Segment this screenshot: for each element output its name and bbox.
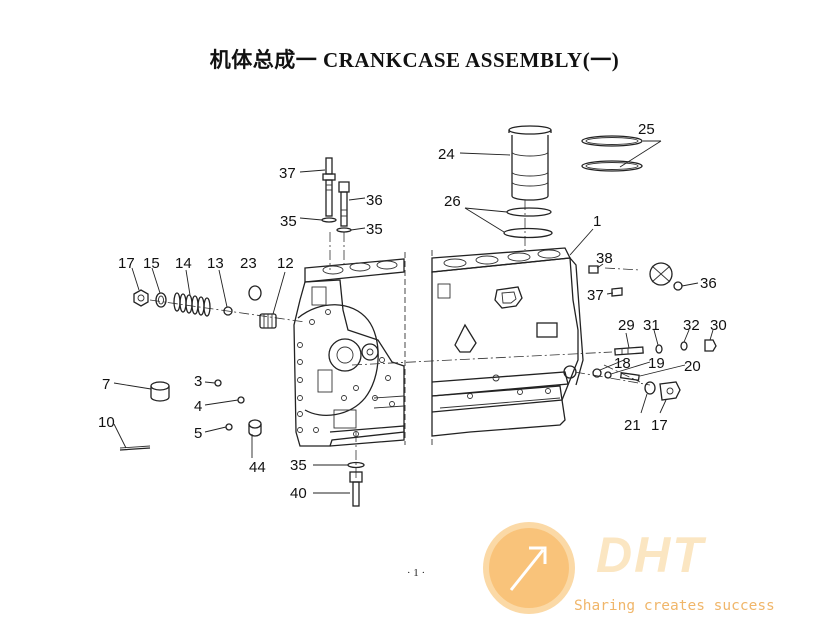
callout-5: 5 <box>194 425 202 442</box>
part-19 <box>604 371 612 379</box>
callout-36: 36 <box>700 275 717 292</box>
callout-40: 40 <box>290 485 307 502</box>
plug-44 <box>248 419 262 437</box>
plug-37 <box>611 287 623 297</box>
callout-15: 17 <box>118 255 135 272</box>
callout-21: 21 <box>624 417 641 434</box>
callout-35-bottom: 35 <box>290 457 307 474</box>
callout-18: 18 <box>614 355 631 372</box>
callout-13: 14 <box>175 255 192 272</box>
ring-21 <box>644 381 656 395</box>
stud-bolt-34 <box>322 157 336 217</box>
crankcase-block <box>293 247 584 447</box>
plug-4 <box>237 396 245 404</box>
washer-31 <box>655 344 663 354</box>
callout-23: 23 <box>240 255 257 272</box>
callout-12: 13 <box>207 255 224 272</box>
plug-15 <box>133 289 149 307</box>
callout-7: 7 <box>102 376 110 393</box>
spring-13 <box>173 292 211 317</box>
valve-11 <box>259 313 277 329</box>
bolt-20 <box>619 372 640 381</box>
callout-10: 10 <box>98 414 115 431</box>
page-number: · 1 · <box>406 567 426 579</box>
o-ring-upper <box>581 135 643 147</box>
callout-31: 31 <box>643 317 660 334</box>
seal-ring-upper <box>506 207 552 217</box>
fitting-17 <box>659 381 681 401</box>
callout-33: 36 <box>366 192 383 209</box>
callout-3: 3 <box>194 373 202 390</box>
plug-3 <box>214 379 222 387</box>
page-title: 机体总成一 CRANKCASE ASSEMBLY(一) <box>209 48 620 72</box>
o-ring-lower <box>581 160 643 172</box>
callout-34: 37 <box>279 165 296 182</box>
plug-5 <box>225 423 233 431</box>
bolt-40 <box>349 471 363 507</box>
cup-plug-7 <box>150 381 170 402</box>
ball-12 <box>223 306 233 316</box>
callout-38: 38 <box>596 250 613 267</box>
nut-30 <box>704 339 717 352</box>
callout-19: 19 <box>648 355 665 372</box>
cylinder-liner <box>508 125 552 201</box>
callout-4: 4 <box>194 398 202 415</box>
watermark-brand: DHT <box>596 527 705 583</box>
center-lines <box>149 200 651 478</box>
callout-24: 24 <box>438 146 455 163</box>
callout-17: 17 <box>651 417 668 434</box>
stud-29 <box>614 346 644 356</box>
ring-23 <box>248 285 262 301</box>
callout-37: 37 <box>587 287 604 304</box>
fitting-36 <box>649 262 683 291</box>
ring-14 <box>155 292 167 308</box>
callout-30: 30 <box>710 317 727 334</box>
callout-26: 26 <box>444 193 461 210</box>
seal-ring-lower <box>503 227 553 239</box>
part-18 <box>592 368 602 378</box>
leader-lines <box>113 140 714 494</box>
watermark-tagline: Sharing creates success <box>574 598 775 614</box>
callout-25: 25 <box>638 121 655 138</box>
callout-14: 15 <box>143 255 160 272</box>
callout-32: 32 <box>683 317 700 334</box>
pin-38 <box>588 265 599 274</box>
bolt-33 <box>338 181 350 227</box>
callout-35-top: 35 <box>280 213 297 230</box>
washer-35a <box>321 217 337 223</box>
callout-1: 1 <box>593 213 601 230</box>
watermark-logo-icon <box>483 522 575 614</box>
callout-29: 29 <box>618 317 635 334</box>
ring-32 <box>680 341 688 351</box>
washer-35b <box>336 227 352 233</box>
callout-35-mid: 35 <box>366 221 383 238</box>
stud-10 <box>119 445 151 451</box>
callout-11: 12 <box>277 255 294 272</box>
callout-20: 20 <box>684 358 701 375</box>
callout-44: 44 <box>249 459 266 476</box>
